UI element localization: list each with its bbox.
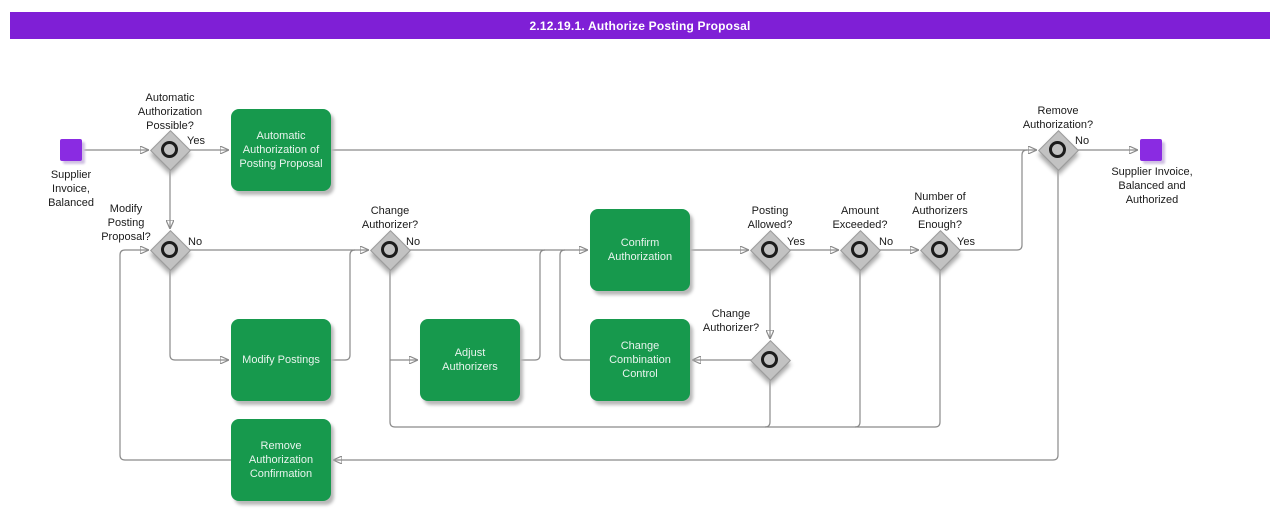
branch-label-no-change-authorizer: No — [406, 236, 421, 248]
task-label: Remove Authorization Confirmation — [248, 440, 314, 480]
task-automatic-authorization: Automatic Authorization of Posting Propo… — [231, 109, 331, 191]
branch-label-no-amount-exceeded: No — [879, 236, 894, 248]
start-event-label: Supplier Invoice, Balanced — [48, 169, 94, 209]
gateway-circle-icon — [161, 141, 178, 158]
task-remove-authorization-confirmation: Remove Authorization Confirmation — [231, 419, 331, 501]
question-posting-allowed: Posting Allowed? — [747, 205, 793, 231]
question-automatic-authorization-possible: Automatic Authorization Possible? — [137, 92, 203, 132]
gateway-circle-icon — [761, 241, 778, 258]
decision-remove-authorization — [1037, 129, 1080, 172]
gateway-circle-icon — [381, 241, 398, 258]
connector-modify-proposal-to-modify-postings — [169, 269, 229, 360]
task-confirm-authorization: Confirm Authorization — [590, 209, 690, 291]
task-label: Confirm Authorization — [607, 237, 673, 263]
task-label: Adjust Authorizers — [442, 347, 498, 373]
decision-change-authorizer — [369, 229, 412, 272]
gateway-circle-icon — [1049, 141, 1066, 158]
diagram-title-bar: 2.12.19.1. Authorize Posting Proposal — [10, 12, 1270, 39]
end-event-node — [1140, 139, 1162, 161]
diagram-title: 2.12.19.1. Authorize Posting Proposal — [529, 18, 751, 33]
decision-amount-exceeded — [839, 229, 882, 272]
decision-automatic-authorization-possible — [149, 129, 192, 172]
task-change-combination-control: Change Combination Control — [590, 319, 690, 401]
question-remove-authorization: Remove Authorization? — [1022, 105, 1094, 131]
end-event-label: Supplier Invoice, Balanced and Authorize… — [1111, 166, 1193, 206]
branch-label-yes-auto-possible: Yes — [187, 135, 205, 147]
connector-enough-yes-to-remove-auth — [959, 149, 1028, 251]
connector-enough-down-loop — [389, 269, 941, 428]
branch-label-yes-posting-allowed: Yes — [787, 236, 805, 248]
decision-number-of-authorizers-enough — [919, 229, 962, 272]
question-number-of-authorizers-enough: Number of Authorizers Enough? — [912, 191, 968, 231]
decision-posting-allowed — [749, 229, 792, 272]
start-event-node — [60, 139, 82, 161]
question-change-authorizer-2: Change Authorizer? — [702, 308, 760, 334]
connector-remove-auth-to-confirmation — [333, 169, 1059, 460]
question-change-authorizer: Change Authorizer? — [361, 205, 419, 231]
connector-adjust-authorizers-out — [520, 249, 546, 361]
connector-confirmation-to-modify-proposal — [119, 250, 231, 461]
task-label: Automatic Authorization of Posting Propo… — [239, 130, 323, 170]
gateway-circle-icon — [161, 241, 178, 258]
connector-change-authorizer-2-down-merge — [764, 379, 771, 428]
gateway-circle-icon — [851, 241, 868, 258]
question-modify-posting-proposal: Modify Posting Proposal? — [101, 203, 151, 243]
task-label: Change Combination Control — [609, 340, 671, 380]
gateway-circle-icon — [931, 241, 948, 258]
task-adjust-authorizers: Adjust Authorizers — [420, 319, 520, 401]
gateway-circle-icon — [761, 351, 778, 368]
task-label: Modify Postings — [242, 354, 320, 366]
connector-modify-postings-out — [331, 249, 356, 361]
branch-label-no-modify-proposal: No — [188, 236, 203, 248]
branch-label-yes-authorizers-enough: Yes — [957, 236, 975, 248]
task-modify-postings: Modify Postings — [231, 319, 331, 401]
decision-modify-posting-proposal — [149, 229, 192, 272]
branch-label-no-remove-authorization: No — [1075, 135, 1090, 147]
question-amount-exceeded: Amount Exceeded? — [832, 205, 888, 231]
decision-change-authorizer-2 — [749, 339, 792, 382]
connector-change-combination-out — [559, 249, 590, 361]
connector-amount-down-merge — [854, 269, 861, 428]
